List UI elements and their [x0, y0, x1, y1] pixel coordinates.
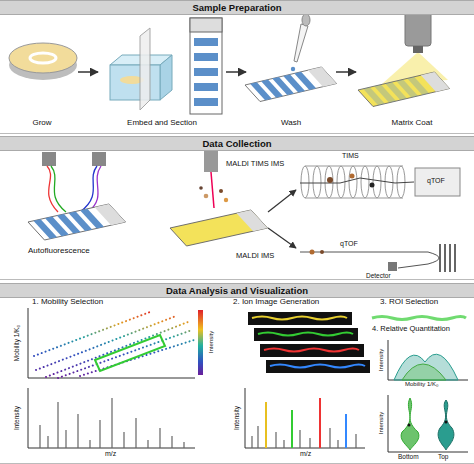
tims-tube — [300, 166, 414, 198]
step-label: Grow — [6, 118, 78, 127]
figure-label: TIMS — [342, 152, 359, 160]
roi-outline — [372, 317, 466, 320]
figure-label: Bottom — [398, 453, 419, 460]
fluorescence-slide — [28, 204, 126, 240]
pipette — [291, 14, 310, 71]
figure-label: Top — [438, 453, 448, 460]
figure-label: 4. Relative Quantitation — [372, 325, 450, 333]
branch-arrow — [268, 190, 296, 212]
sprayer — [382, 12, 448, 84]
section-title: Sample Preparation — [192, 2, 281, 13]
figure-label: Mobility 1/K₀ — [405, 381, 439, 388]
maldi-slide — [170, 210, 268, 246]
section-header: Data Collection — [0, 136, 474, 151]
figure-label: MALDI TIMS IMS — [226, 160, 284, 168]
step-label: Embed and Section — [98, 118, 226, 127]
branch-arrow — [268, 228, 296, 248]
stained-slide — [190, 18, 222, 114]
wash-slide — [245, 67, 337, 102]
mobility-plot — [28, 308, 203, 448]
ions — [327, 174, 375, 188]
figure-label: Detector — [366, 272, 391, 279]
step-box: Grow — [6, 16, 78, 128]
figure-label: qTOF — [427, 177, 445, 185]
figure-label: Intensity — [208, 331, 215, 353]
figure-label: qTOF — [340, 240, 358, 248]
figure-label: Autofluorescence — [28, 247, 90, 256]
section-panel: Sample PreparationGrow Embed and Section W… — [0, 0, 474, 134]
figure-label: MALDI IMS — [236, 252, 274, 260]
section-header: Sample Preparation — [0, 0, 474, 15]
step-box: Wash — [246, 16, 336, 128]
figure-label: Intensity — [233, 406, 240, 430]
section-header: Data Analysis and Visualization — [0, 283, 474, 298]
figure-label: m/z — [300, 450, 311, 458]
embedding-mold — [110, 28, 172, 110]
figure-label: 3. ROI Selection — [380, 298, 438, 307]
step-arrow — [336, 71, 356, 73]
figure-label: m/z — [105, 450, 116, 458]
section-title: Data Collection — [202, 138, 271, 149]
step-label: Wash — [246, 118, 336, 127]
figure-label: Intensity — [378, 349, 385, 371]
step-box: Matrix Coat — [356, 16, 468, 128]
laser — [199, 150, 228, 208]
step-arrow — [226, 71, 246, 73]
figure-label: Intensity — [378, 412, 385, 434]
quantitation-plots — [388, 340, 468, 452]
reflectron-path — [300, 244, 455, 272]
step-label: Matrix Coat — [356, 118, 468, 127]
matrix-slide — [358, 72, 450, 107]
section-panel: Data Analysis and Visualization — [0, 283, 474, 464]
petri-dish — [9, 43, 77, 80]
step-arrow — [78, 71, 98, 73]
step-box: Embed and Section — [98, 16, 226, 128]
figure-label: 2. Ion Image Generation — [233, 298, 319, 307]
qtof-box — [415, 168, 460, 196]
ion-images — [245, 312, 370, 448]
figure-label: Mobility 1/K₀ — [13, 325, 20, 361]
excitation-lamps — [42, 152, 106, 212]
section-title: Data Analysis and Visualization — [166, 285, 308, 296]
figure-label: Intensity — [13, 406, 20, 430]
figure-label: 1. Mobility Selection — [32, 298, 103, 307]
